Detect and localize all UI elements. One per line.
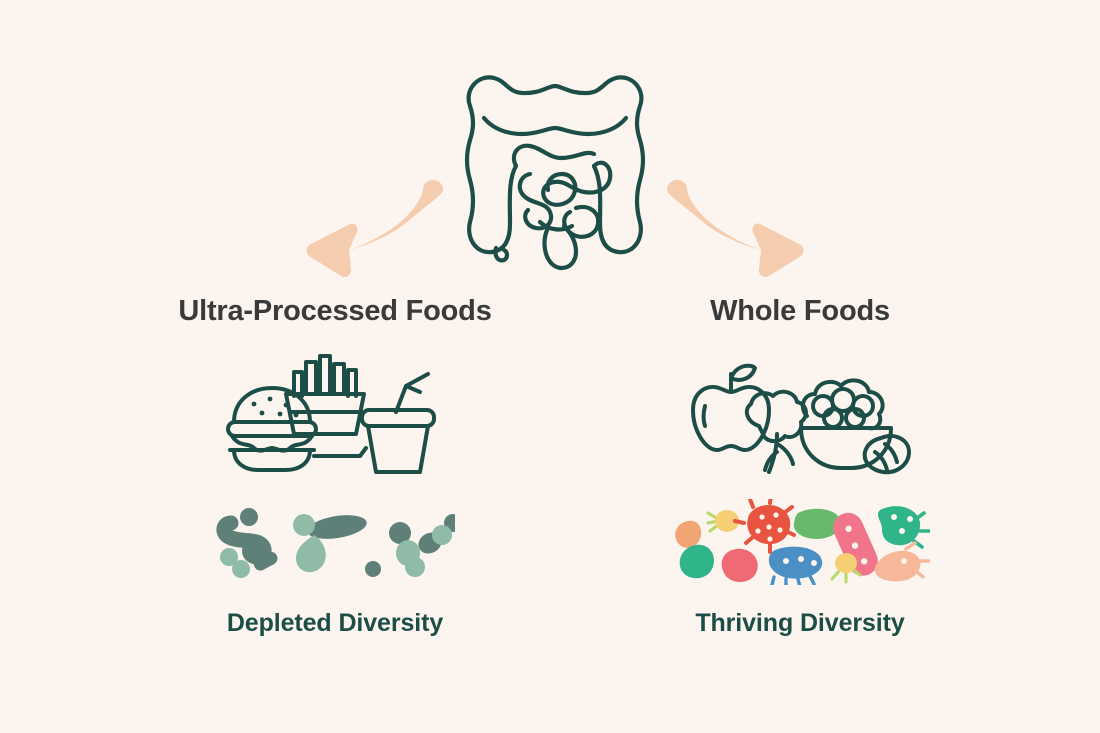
curved-arrow-left-icon	[295, 172, 450, 277]
caption-thriving-diversity: Thriving Diversity	[695, 609, 905, 637]
fruit-vegetable-bowl-icon	[685, 352, 915, 477]
burger-fries-soda-icon	[220, 352, 450, 477]
thriving-microbiome-icon	[670, 499, 930, 585]
heading-whole-foods: Whole Foods	[710, 295, 890, 327]
curved-arrow-right-icon	[660, 172, 815, 277]
heading-ultra-processed-foods: Ultra-Processed Foods	[178, 295, 492, 327]
column-ultra-processed: Ultra-Processed Foods	[115, 288, 555, 638]
column-whole-foods: Whole Foods	[580, 288, 1020, 638]
intestine-icon	[444, 62, 666, 274]
depleted-microbiome-icon	[215, 499, 455, 585]
caption-depleted-diversity: Depleted Diversity	[226, 609, 444, 637]
